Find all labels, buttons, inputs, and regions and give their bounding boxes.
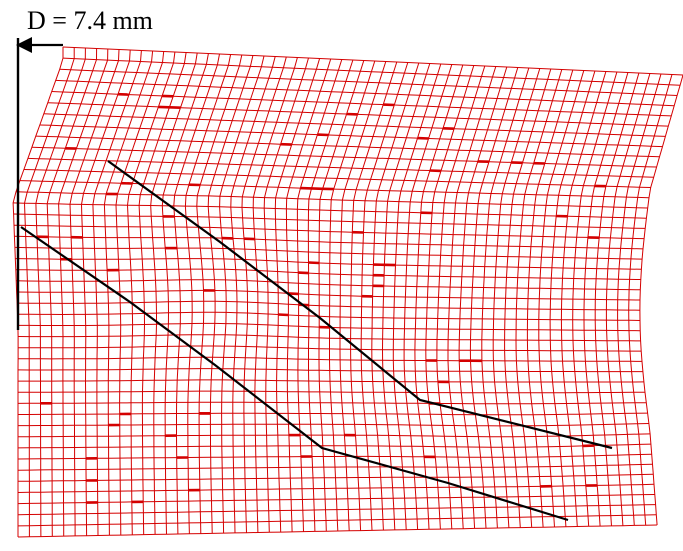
mesh-row-line	[15, 247, 642, 259]
upper-crack-line	[108, 161, 612, 448]
cracked-element-mark	[278, 315, 288, 316]
mesh-column-line	[264, 58, 308, 532]
mesh-row-line	[18, 413, 648, 415]
mesh-row-line	[18, 369, 643, 372]
mesh-column-line	[275, 59, 319, 533]
displacement-label: D = 7.4 mm	[27, 8, 153, 34]
mesh-column-line	[82, 50, 131, 536]
mesh-column-line	[139, 53, 186, 535]
mesh-row-line	[15, 259, 641, 270]
mesh-row-line	[63, 47, 683, 75]
mesh-row-line	[18, 391, 645, 393]
mesh-column-line	[104, 51, 152, 535]
mesh-column-line	[151, 53, 198, 534]
mesh-column-line	[208, 56, 253, 534]
mesh-column-line	[174, 54, 220, 534]
mesh-column-line	[185, 55, 230, 534]
mesh-row-line	[17, 301, 640, 310]
mesh-row-line	[14, 236, 643, 249]
mesh-column-line	[162, 54, 208, 535]
mesh-row-line	[17, 290, 640, 300]
mesh-row-line	[18, 312, 641, 320]
mesh-row-line	[18, 380, 644, 382]
mesh-column-line	[231, 57, 275, 533]
mesh-column-line	[242, 57, 286, 533]
mesh-row-line	[18, 402, 646, 403]
mesh-row-line	[14, 225, 644, 238]
mesh-column-line	[197, 55, 242, 534]
cracked-element-mark	[298, 273, 308, 274]
cracked-element-mark	[309, 263, 320, 264]
lower-crack-line	[21, 227, 568, 520]
mesh-column-line	[640, 75, 683, 525]
mesh-row-line	[18, 357, 642, 361]
